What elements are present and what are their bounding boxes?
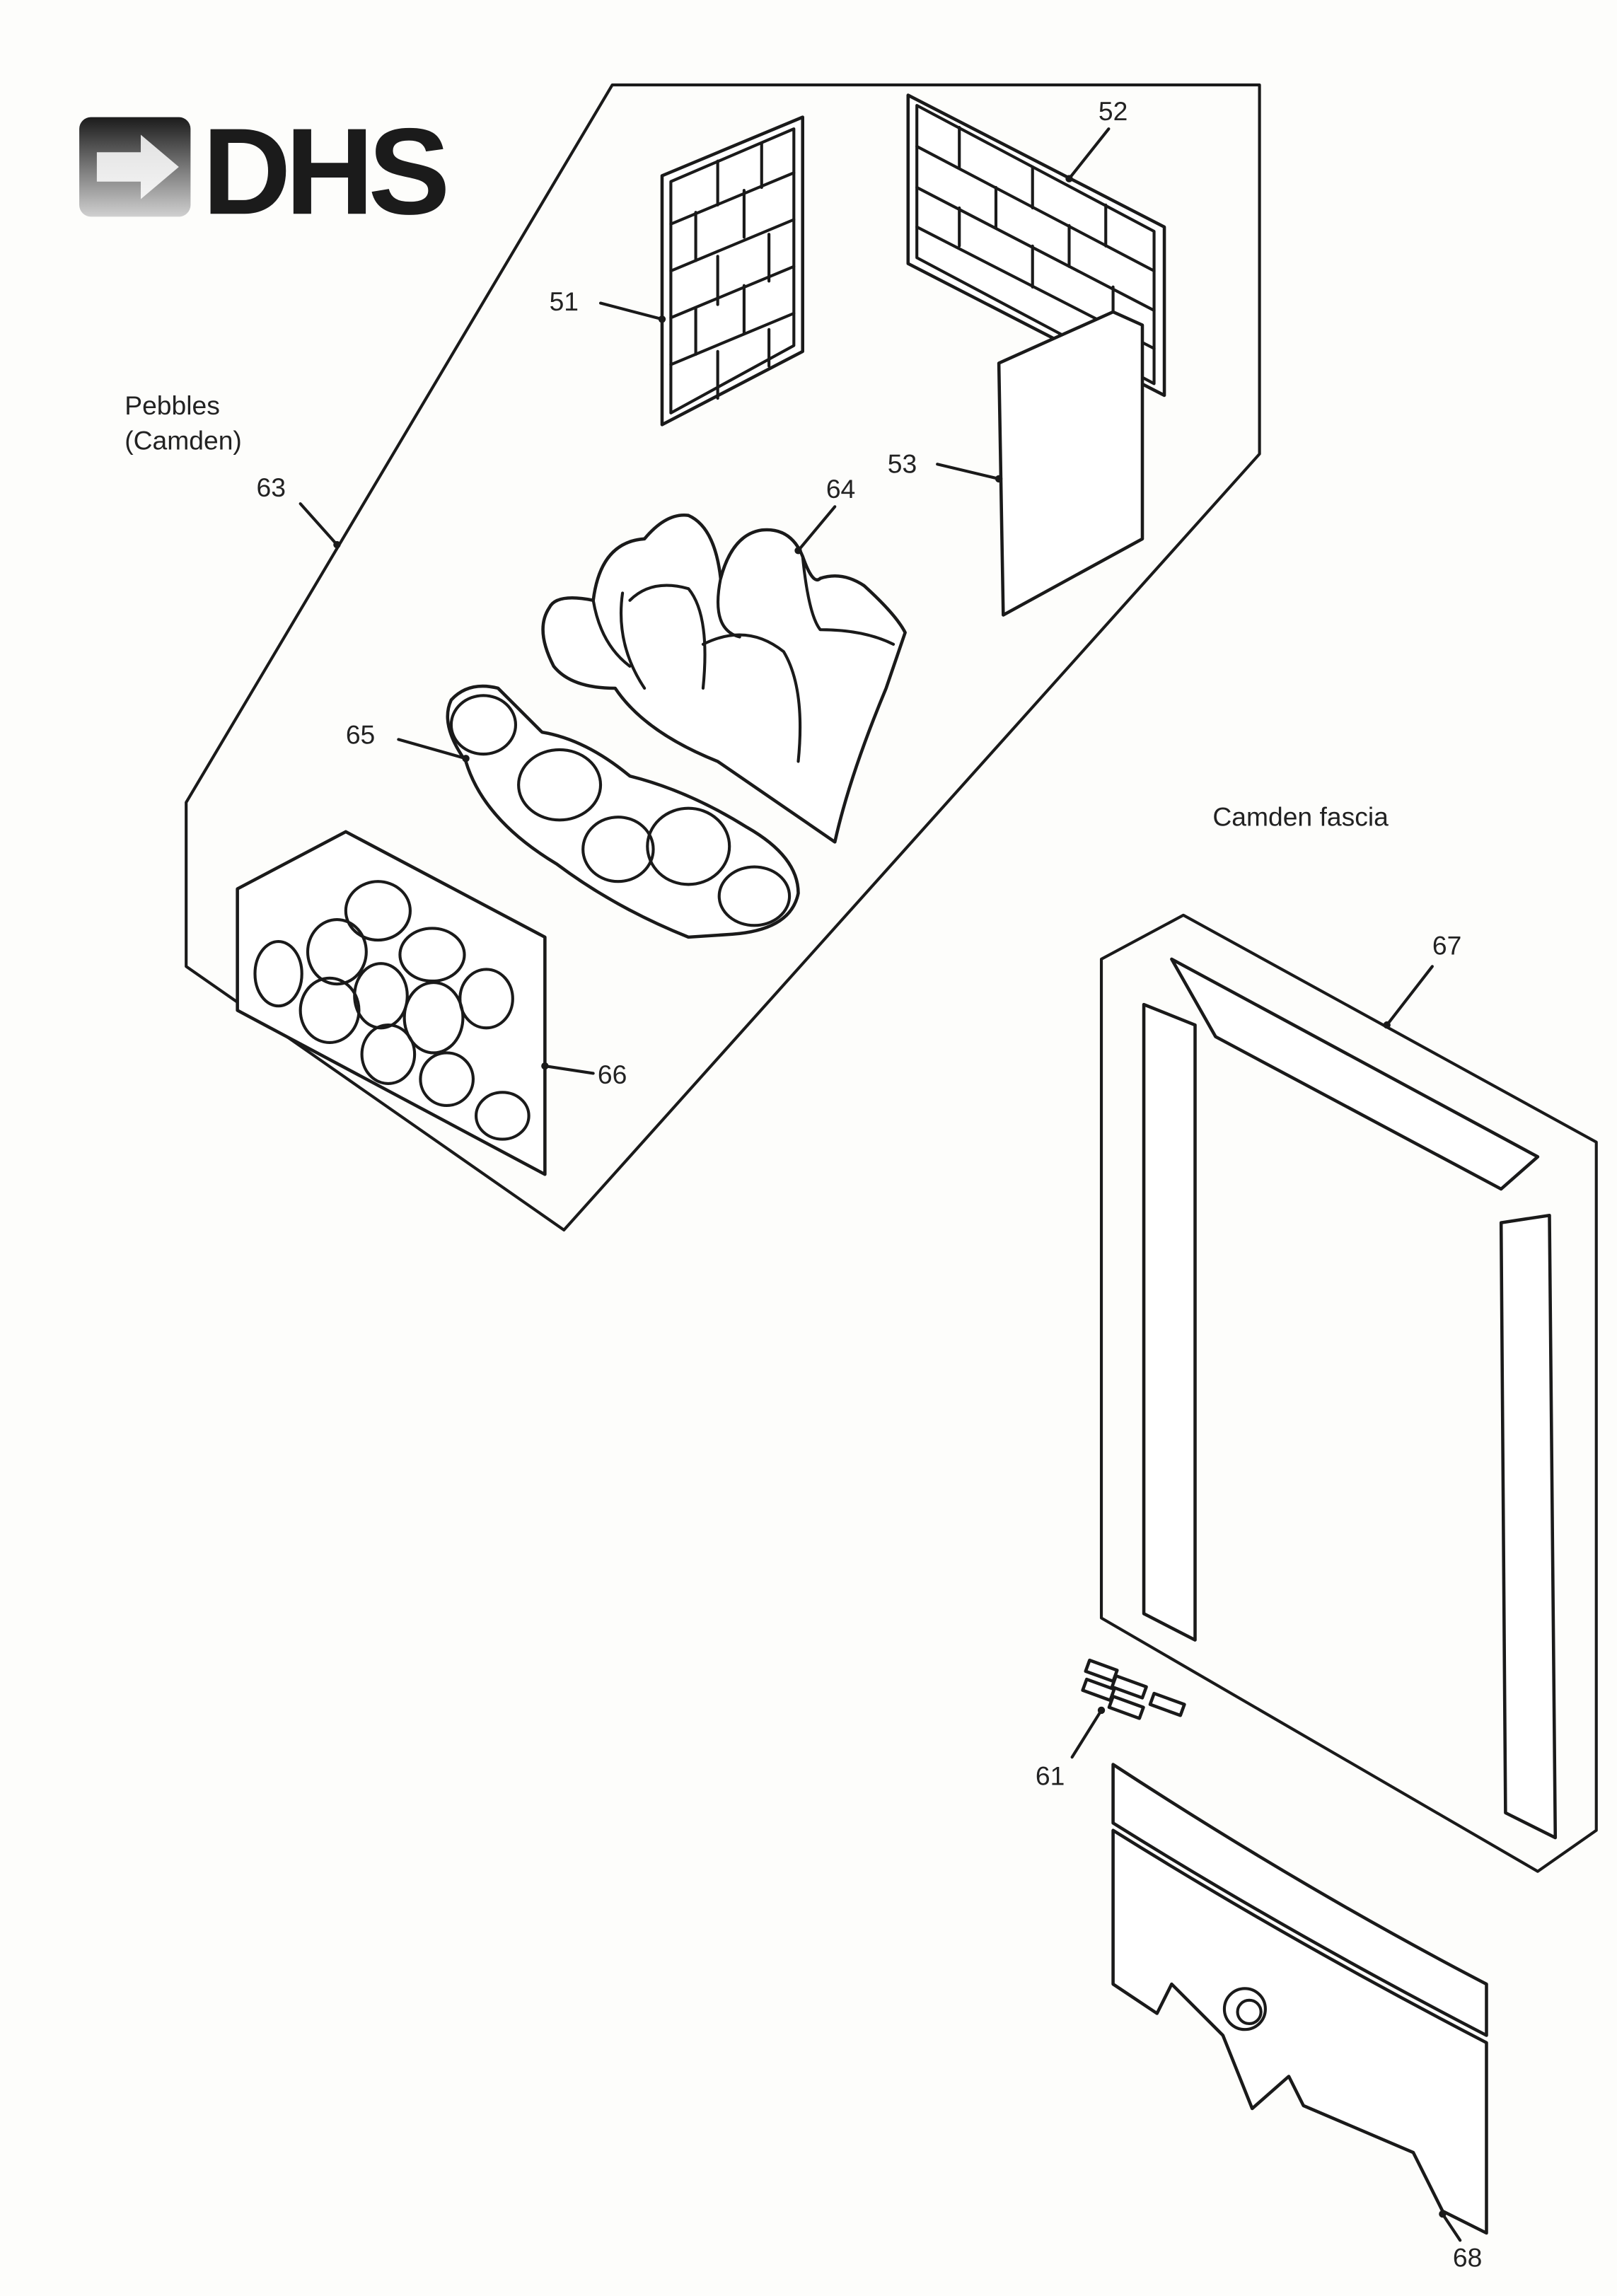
- leader-lines: [299, 127, 1462, 2242]
- part-68-ashpan-cover: [1111, 1763, 1488, 2235]
- part-61-clips: [1081, 1658, 1186, 1720]
- label-61: 61: [1036, 1761, 1065, 1791]
- caption-camden-fascia: Camden fascia: [1212, 802, 1389, 832]
- label-53: 53: [888, 449, 917, 479]
- fuel-bed-group-outline: [185, 83, 1261, 1231]
- label-52: 52: [1099, 96, 1128, 126]
- label-67: 67: [1432, 931, 1461, 961]
- part-66-pebble-tray: [236, 830, 547, 1176]
- label-66: 66: [598, 1060, 627, 1089]
- part-67-fascia-frame: [1099, 913, 1598, 1873]
- label-63: 63: [257, 472, 286, 502]
- part-65-front-fuel-row: [446, 684, 800, 939]
- part-51-side-brick-panel: [660, 115, 804, 427]
- logo-text: DHS: [202, 103, 446, 240]
- caption-pebbles: Pebbles: [124, 390, 220, 420]
- part-53-plain-panel: [997, 310, 1144, 617]
- caption-pebbles-camden: (Camden): [124, 426, 242, 456]
- dhs-logo: DHS: [79, 103, 452, 240]
- label-68: 68: [1453, 2243, 1482, 2273]
- label-64: 64: [826, 474, 855, 504]
- label-65: 65: [346, 720, 375, 750]
- label-51: 51: [550, 286, 579, 316]
